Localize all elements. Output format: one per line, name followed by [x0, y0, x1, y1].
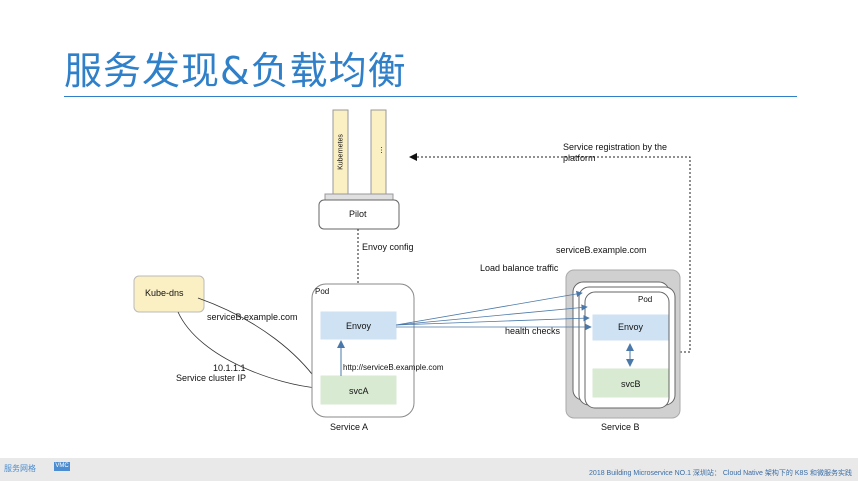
pilot-label: Pilot [349, 209, 367, 219]
svc-b-box [592, 368, 669, 398]
registration-path [409, 153, 691, 353]
envoy-a-box [320, 311, 397, 340]
kube-dns-box [133, 275, 205, 313]
envoy-b-label: Envoy [618, 322, 644, 332]
dns-answer-desc: Service cluster IP [176, 373, 247, 383]
footer-logo-text: 服务网格 [4, 464, 36, 473]
registration-note: Service registration by the platform [563, 142, 668, 163]
ellipsis-label: ... [374, 146, 384, 154]
dns-answer-curve [177, 311, 319, 389]
footer-text: 2018 Building Microservice NO.1 深圳站： Clo… [589, 470, 852, 477]
service-a-label: Service A [330, 422, 369, 432]
load-balance-label: Load balance traffic [480, 263, 559, 273]
footer-logo-badge: VMC [54, 462, 70, 471]
svc-a-box [320, 375, 397, 405]
footer-bar [0, 458, 858, 481]
pilot-base [324, 193, 394, 201]
service-b-label: Service B [601, 422, 640, 432]
envoy-b-box [592, 314, 669, 341]
title-divider [64, 96, 797, 97]
pilot-box [318, 199, 400, 230]
pod-a-label: Pod [315, 287, 330, 296]
kubernetes-label: Kubernetes [337, 134, 345, 170]
lb-line-2 [395, 304, 588, 326]
kube-dns-label: Kube-dns [145, 288, 184, 298]
dns-answer-ip: 10.1.1.1 [213, 363, 246, 373]
slide-title: 服务发现&负载均衡 [64, 49, 407, 93]
dns-query-label: serviceB.example.com [207, 312, 298, 322]
http-url-label: http://serviceB.example.com [343, 363, 444, 372]
health-checks-label: health checks [505, 326, 561, 336]
service-b-host-label: serviceB.example.com [556, 245, 647, 255]
svc-a-label: svcA [349, 386, 369, 396]
svc-b-label: svcB [621, 379, 641, 389]
lb-line-3 [395, 315, 590, 326]
pod-b-label: Pod [638, 295, 653, 304]
envoy-a-label: Envoy [346, 321, 372, 331]
lb-line-1 [395, 290, 583, 326]
envoy-config-label: Envoy config [362, 242, 414, 252]
